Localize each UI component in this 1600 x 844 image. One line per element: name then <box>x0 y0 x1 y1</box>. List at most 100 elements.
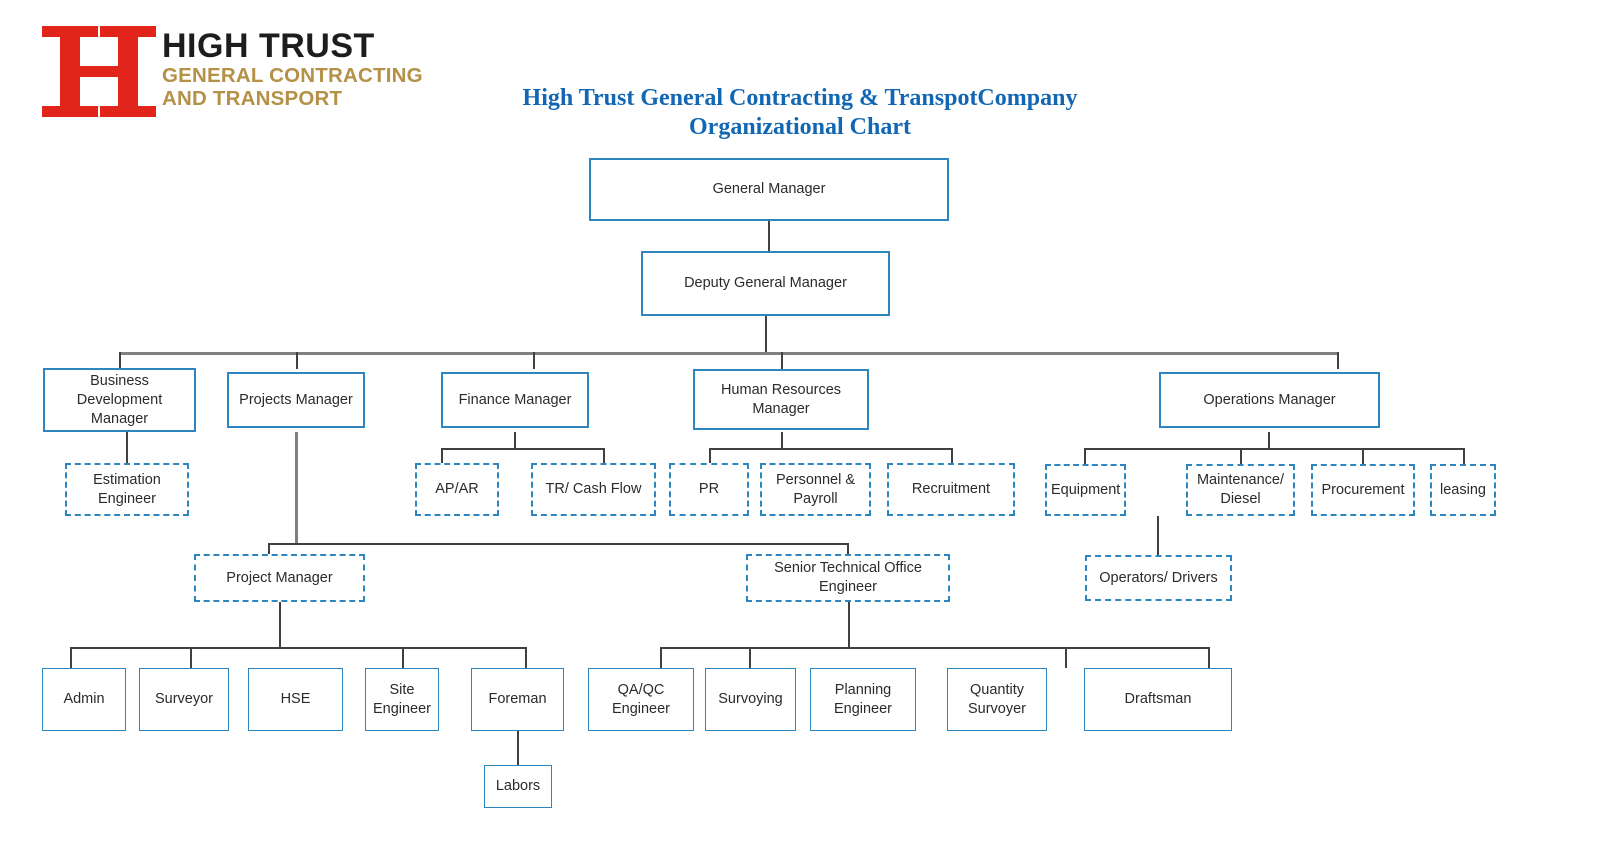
node-label: HSE <box>280 691 311 707</box>
node-pr[interactable]: PR <box>669 463 749 516</box>
node-label: Personnel & Payroll <box>776 471 855 507</box>
node-label: Draftsman <box>1124 691 1192 707</box>
chart-title: High Trust General Contracting & Transpo… <box>300 84 1300 142</box>
node-label: leasing <box>1440 481 1486 498</box>
node-qa-qc-engineer[interactable]: QA/QC Engineer <box>588 668 694 731</box>
node-projects-manager[interactable]: Projects Manager <box>227 372 365 428</box>
node-site-engineer[interactable]: Site Engineer <box>365 668 439 731</box>
node-label: Recruitment <box>911 481 991 497</box>
chart-title-line-2: Organizational Chart <box>689 114 911 140</box>
node-surveyor[interactable]: Surveyor <box>139 668 229 731</box>
connector-drop-projects-manager <box>296 352 298 369</box>
logo-tagline-line-1: GENERAL CONTRACTING <box>162 64 423 87</box>
connector-drop-survoying <box>749 647 751 668</box>
node-label: Site Engineer <box>372 681 432 717</box>
connector-drop-leasing <box>1463 448 1465 464</box>
hg-monogram-icon <box>42 26 156 117</box>
connector-drop-hr-manager <box>781 352 783 369</box>
connector-bus-operations <box>1084 448 1464 450</box>
node-label: Survoying <box>718 691 783 707</box>
node-label: QA/QC Engineer <box>611 681 671 717</box>
node-recruitment[interactable]: Recruitment <box>887 463 1015 516</box>
logo-name-line: HIGH TRUST <box>162 27 375 65</box>
node-survoying[interactable]: Survoying <box>705 668 796 731</box>
node-quantity-survoyer[interactable]: Quantity Survoyer <box>947 668 1047 731</box>
connector-drop-qaqc <box>660 647 662 668</box>
connector-drop-equipment <box>1084 448 1086 464</box>
node-label: Operators/ Drivers <box>1099 569 1218 586</box>
node-label: Quantity Survoyer <box>967 681 1027 717</box>
node-admin[interactable]: Admin <box>42 668 126 731</box>
node-label: Admin <box>63 691 105 707</box>
connector-drop-business-development <box>119 352 121 369</box>
connector-bus-technical-team <box>660 647 1209 649</box>
node-labors[interactable]: Labors <box>484 765 552 808</box>
node-label: General Manager <box>712 181 826 197</box>
connector-drop-quantity-survoyer <box>1065 647 1067 668</box>
connector-drop-recruitment <box>951 448 953 463</box>
node-ap-ar[interactable]: AP/AR <box>415 463 499 516</box>
connector-equipment-operators <box>1157 516 1159 555</box>
node-label: PR <box>698 481 720 497</box>
node-draftsman[interactable]: Draftsman <box>1084 668 1232 731</box>
node-planning-engineer[interactable]: Planning Engineer <box>810 668 916 731</box>
connector-bus-project-team <box>70 647 526 649</box>
connector-drop-foreman <box>525 647 527 668</box>
node-general-manager[interactable]: General Manager <box>589 158 949 221</box>
node-maintenance-diesel[interactable]: Maintenance/ Diesel <box>1186 464 1295 516</box>
node-label: Equipment <box>1051 481 1121 498</box>
node-label: Projects Manager <box>239 391 353 408</box>
connector-projects-stem <box>295 432 298 544</box>
node-label: Estimation Engineer <box>93 471 161 507</box>
node-personnel-payroll[interactable]: Personnel & Payroll <box>760 463 871 516</box>
node-procurement[interactable]: Procurement <box>1311 464 1415 516</box>
connector-dgm-stem <box>765 316 767 353</box>
node-foreman[interactable]: Foreman <box>471 668 564 731</box>
node-finance-manager[interactable]: Finance Manager <box>441 372 589 428</box>
node-operations-manager[interactable]: Operations Manager <box>1159 372 1380 428</box>
connector-drop-ap-ar <box>441 448 443 463</box>
node-estimation-engineer[interactable]: Estimation Engineer <box>65 463 189 516</box>
node-senior-technical-office-engineer[interactable]: Senior Technical Office Engineer <box>746 554 950 602</box>
connector-bus-level2 <box>119 352 1338 355</box>
connector-drop-admin <box>70 647 72 668</box>
connector-drop-draftsman <box>1208 647 1210 668</box>
connector-senior-technical-stem <box>848 602 850 648</box>
node-label: Finance Manager <box>458 391 572 408</box>
node-label: Procurement <box>1321 481 1405 498</box>
node-tr-cash-flow[interactable]: TR/ Cash Flow <box>531 463 656 516</box>
node-operators-drivers[interactable]: Operators/ Drivers <box>1085 555 1232 601</box>
connector-drop-surveyor <box>190 647 192 668</box>
node-equipment[interactable]: Equipment <box>1045 464 1126 516</box>
connector-project-manager-stem <box>279 602 281 648</box>
node-label: Maintenance/ Diesel <box>1196 472 1285 507</box>
connector-gm-dgm <box>768 221 770 251</box>
connector-bd-estimation <box>126 432 128 463</box>
node-label: TR/ Cash Flow <box>545 481 642 497</box>
connector-drop-site-engineer <box>402 647 404 668</box>
chart-title-line-1: High Trust General Contracting & Transpo… <box>522 85 1078 111</box>
node-label: Business Development Manager <box>76 372 163 427</box>
connector-drop-senior-technical <box>847 543 849 554</box>
company-logo: HIGH TRUST GENERAL CONTRACTING AND TRANS… <box>40 18 440 123</box>
node-deputy-general-manager[interactable]: Deputy General Manager <box>641 251 890 316</box>
connector-drop-operations-manager <box>1337 352 1339 369</box>
node-hse[interactable]: HSE <box>248 668 343 731</box>
node-leasing[interactable]: leasing <box>1430 464 1496 516</box>
node-label: Senior Technical Office Engineer <box>774 560 922 595</box>
node-label: Foreman <box>488 691 547 707</box>
connector-foreman-labors <box>517 731 519 765</box>
connector-drop-tr-cash-flow <box>603 448 605 463</box>
node-project-manager[interactable]: Project Manager <box>194 554 365 602</box>
node-human-resources-manager[interactable]: Human Resources Manager <box>693 369 869 430</box>
connector-operations-stem <box>1268 432 1270 449</box>
connector-bus-finance <box>441 448 604 450</box>
node-business-development-manager[interactable]: Business Development Manager <box>43 368 196 432</box>
connector-drop-finance-manager <box>533 352 535 369</box>
node-label: Labors <box>495 778 541 794</box>
node-label: AP/AR <box>435 481 479 497</box>
connector-finance-stem <box>514 432 516 449</box>
connector-drop-project-manager <box>268 543 270 554</box>
node-label: Planning Engineer <box>833 681 893 717</box>
